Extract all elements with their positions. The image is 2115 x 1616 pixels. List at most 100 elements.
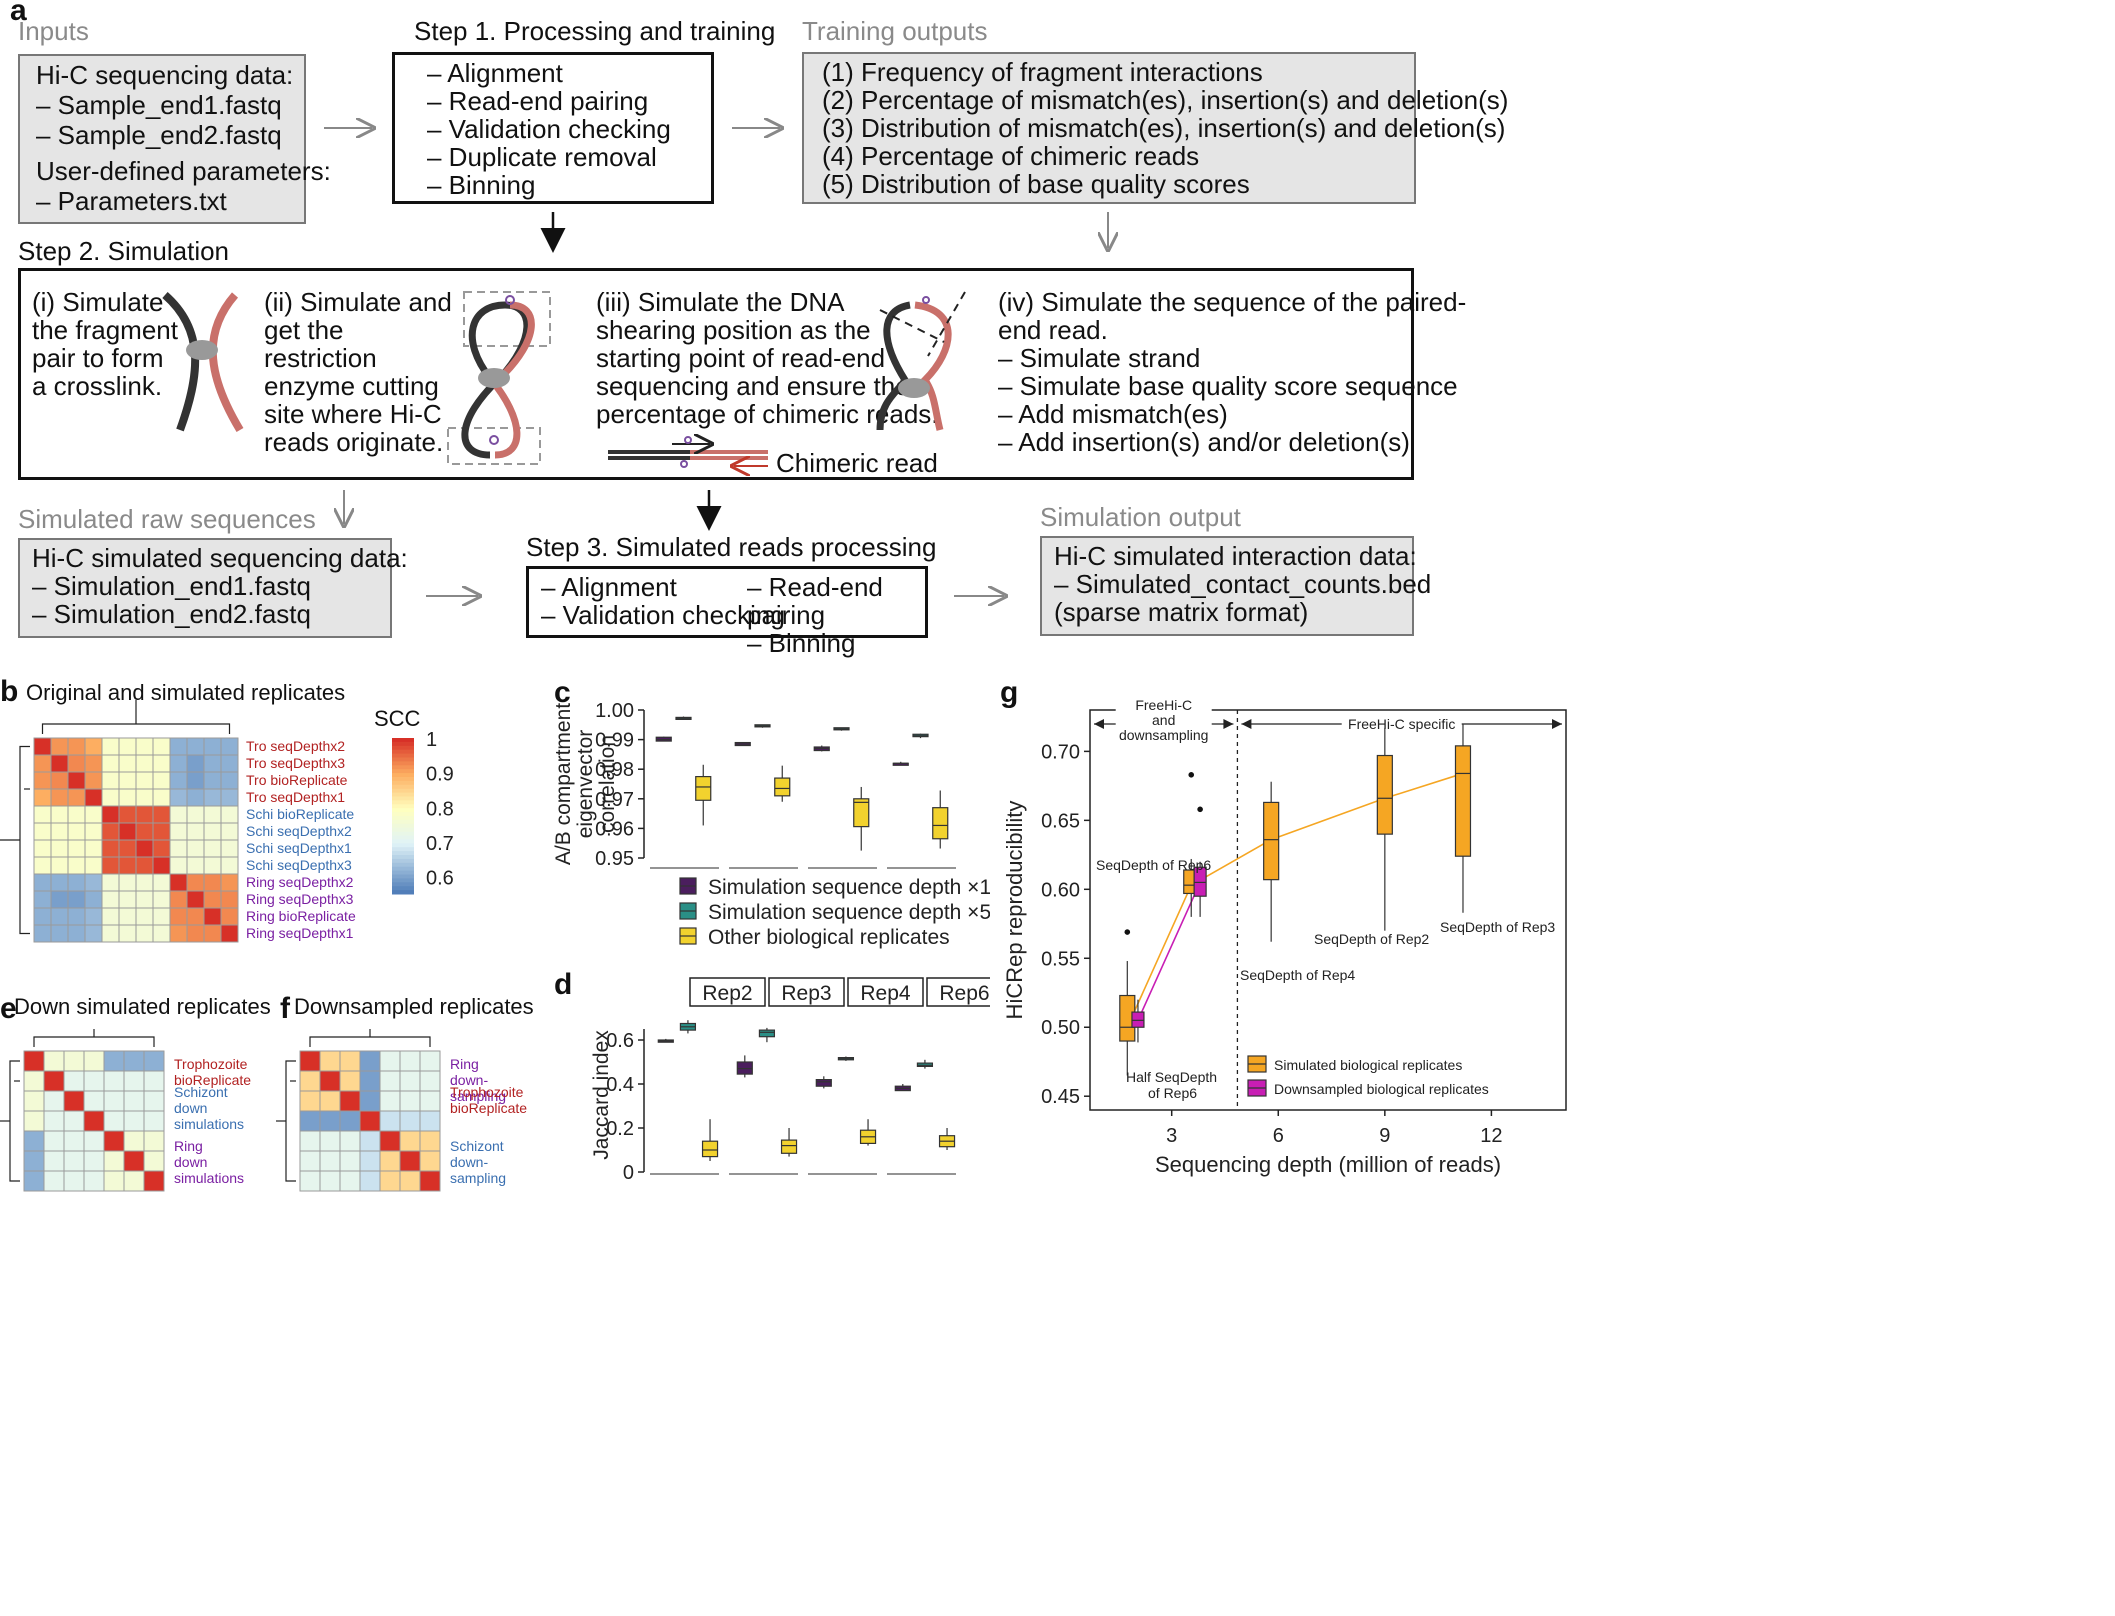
dendrogram <box>0 700 231 935</box>
heatmap-cell <box>43 1130 65 1152</box>
heatmap-cell <box>152 924 171 943</box>
step2-title: Step 2. Simulation <box>18 236 230 266</box>
heatmap-cell <box>339 1070 361 1092</box>
y-tick-label: 0 <box>623 1162 634 1184</box>
heatmap-cell <box>33 873 52 892</box>
x-tick-label: 3 <box>1166 1125 1177 1147</box>
legend-label: Simulation sequence depth ×5 <box>708 901 990 924</box>
heatmap-cell <box>135 839 154 858</box>
step3-title: Step 3. Simulated reads processing <box>526 532 937 562</box>
dendrogram-branch <box>9 1060 20 1182</box>
heatmap-cell <box>220 754 239 773</box>
inputs-line: Hi-C sequencing data: <box>36 60 294 90</box>
y-tick-label: 0.96 <box>595 818 634 840</box>
heatmap-cell <box>63 1150 85 1172</box>
heatmap-cell <box>33 737 52 756</box>
heatmap-cell <box>101 822 120 841</box>
heatmap-cell <box>118 822 137 841</box>
scc-colorbar-segment <box>392 780 414 786</box>
heatmap-cell <box>50 907 69 926</box>
heatmap-cell <box>379 1130 401 1152</box>
heatmap-cell <box>379 1070 401 1092</box>
heatmap-cell <box>220 737 239 756</box>
heatmap-group-label: sampling <box>450 1170 506 1186</box>
heatmap-cell <box>169 924 188 943</box>
heatmap-cell <box>23 1070 45 1092</box>
arrowhead <box>1094 719 1104 729</box>
heatmap-cell <box>118 771 137 790</box>
heatmap-cell <box>220 890 239 909</box>
inputs-line: User-defined parameters: <box>36 156 331 186</box>
heatmap-cell <box>143 1170 165 1192</box>
heatmap-cell <box>152 873 171 892</box>
heatmap-cell <box>135 788 154 807</box>
heatmap-cell <box>319 1110 341 1132</box>
heatmap-cell <box>135 771 154 790</box>
arrowhead <box>1241 719 1252 729</box>
step2-col3-line: sequencing and ensure the <box>596 371 910 401</box>
box-0 <box>657 1038 674 1043</box>
heatmap-cell <box>43 1090 65 1112</box>
heatmap-cell <box>123 1170 145 1192</box>
heatmap-cell <box>186 873 205 892</box>
scc-colorbar-segment <box>392 773 414 778</box>
facet-label: Rep2 <box>702 982 752 1005</box>
scc-colorbar-segment <box>392 745 414 751</box>
heatmap-cell <box>33 856 52 875</box>
heatmap-cell <box>319 1090 341 1112</box>
heatmap-cell <box>203 924 222 943</box>
heatmap-cell <box>419 1110 441 1132</box>
heatmap-cell <box>203 856 222 875</box>
heatmap-cell <box>186 805 205 824</box>
heatmap-cell <box>23 1110 45 1132</box>
box-1 <box>912 733 929 739</box>
heatmap-cell <box>419 1170 441 1192</box>
box-1 <box>1131 999 1145 1043</box>
step2-col3-line: starting point of read-end <box>596 343 886 373</box>
heatmap-cell <box>339 1170 361 1192</box>
y-tick-label: 0.60 <box>1041 879 1080 901</box>
step3-box: – Alignment – Validation checking – Read… <box>526 566 928 657</box>
heatmap-cell <box>118 839 137 858</box>
median-trend-line-1 <box>1137 882 1201 1021</box>
scc-colorbar-segment <box>392 738 414 743</box>
step2-col1-line: a crosslink. <box>32 371 163 401</box>
heatmap-cell <box>67 788 86 807</box>
heatmap-cell <box>67 754 86 773</box>
heatmap-cell <box>419 1050 441 1072</box>
heatmap-cell <box>63 1090 85 1112</box>
heatmap-cell <box>299 1170 321 1192</box>
heatmap-cell <box>419 1150 441 1172</box>
simulation-output-title: Simulation output <box>1040 502 1241 532</box>
box-2 <box>853 786 870 851</box>
step2-col3-line: shearing position as the <box>596 315 871 345</box>
heatmap-cell <box>135 754 154 773</box>
heatmap-cell <box>83 1150 105 1172</box>
heatmap-cell <box>50 805 69 824</box>
heatmap-cell <box>299 1050 321 1072</box>
heatmap-cell <box>118 754 137 773</box>
scc-tick-label: 0.9 <box>426 764 454 786</box>
heatmap-cell <box>101 754 120 773</box>
heatmap-cell <box>419 1130 441 1152</box>
heatmap-cell <box>101 924 120 943</box>
box <box>780 1139 798 1154</box>
box-0 <box>736 1055 753 1078</box>
heatmap-cell <box>118 907 137 926</box>
heatmap-cell <box>103 1090 125 1112</box>
region-right-label: FreeHi-C specific <box>1348 716 1455 732</box>
panel-letter-c: c <box>554 676 571 709</box>
y-tick-label: 0.6 <box>606 1030 634 1052</box>
simulated-raw-line: – Simulation_end1.fastq <box>32 571 311 601</box>
heatmap-cell <box>50 924 69 943</box>
heatmap-cell <box>186 924 205 943</box>
training-output-line: (1) Frequency of fragment interactions <box>822 57 1263 87</box>
chimeric-read-label: Chimeric read <box>776 448 938 478</box>
step2-col2-line: (ii) Simulate and <box>264 287 452 317</box>
heatmap-cell <box>50 788 69 807</box>
box <box>774 777 791 797</box>
heatmap-cell <box>50 754 69 773</box>
heatmap-cell <box>101 771 120 790</box>
